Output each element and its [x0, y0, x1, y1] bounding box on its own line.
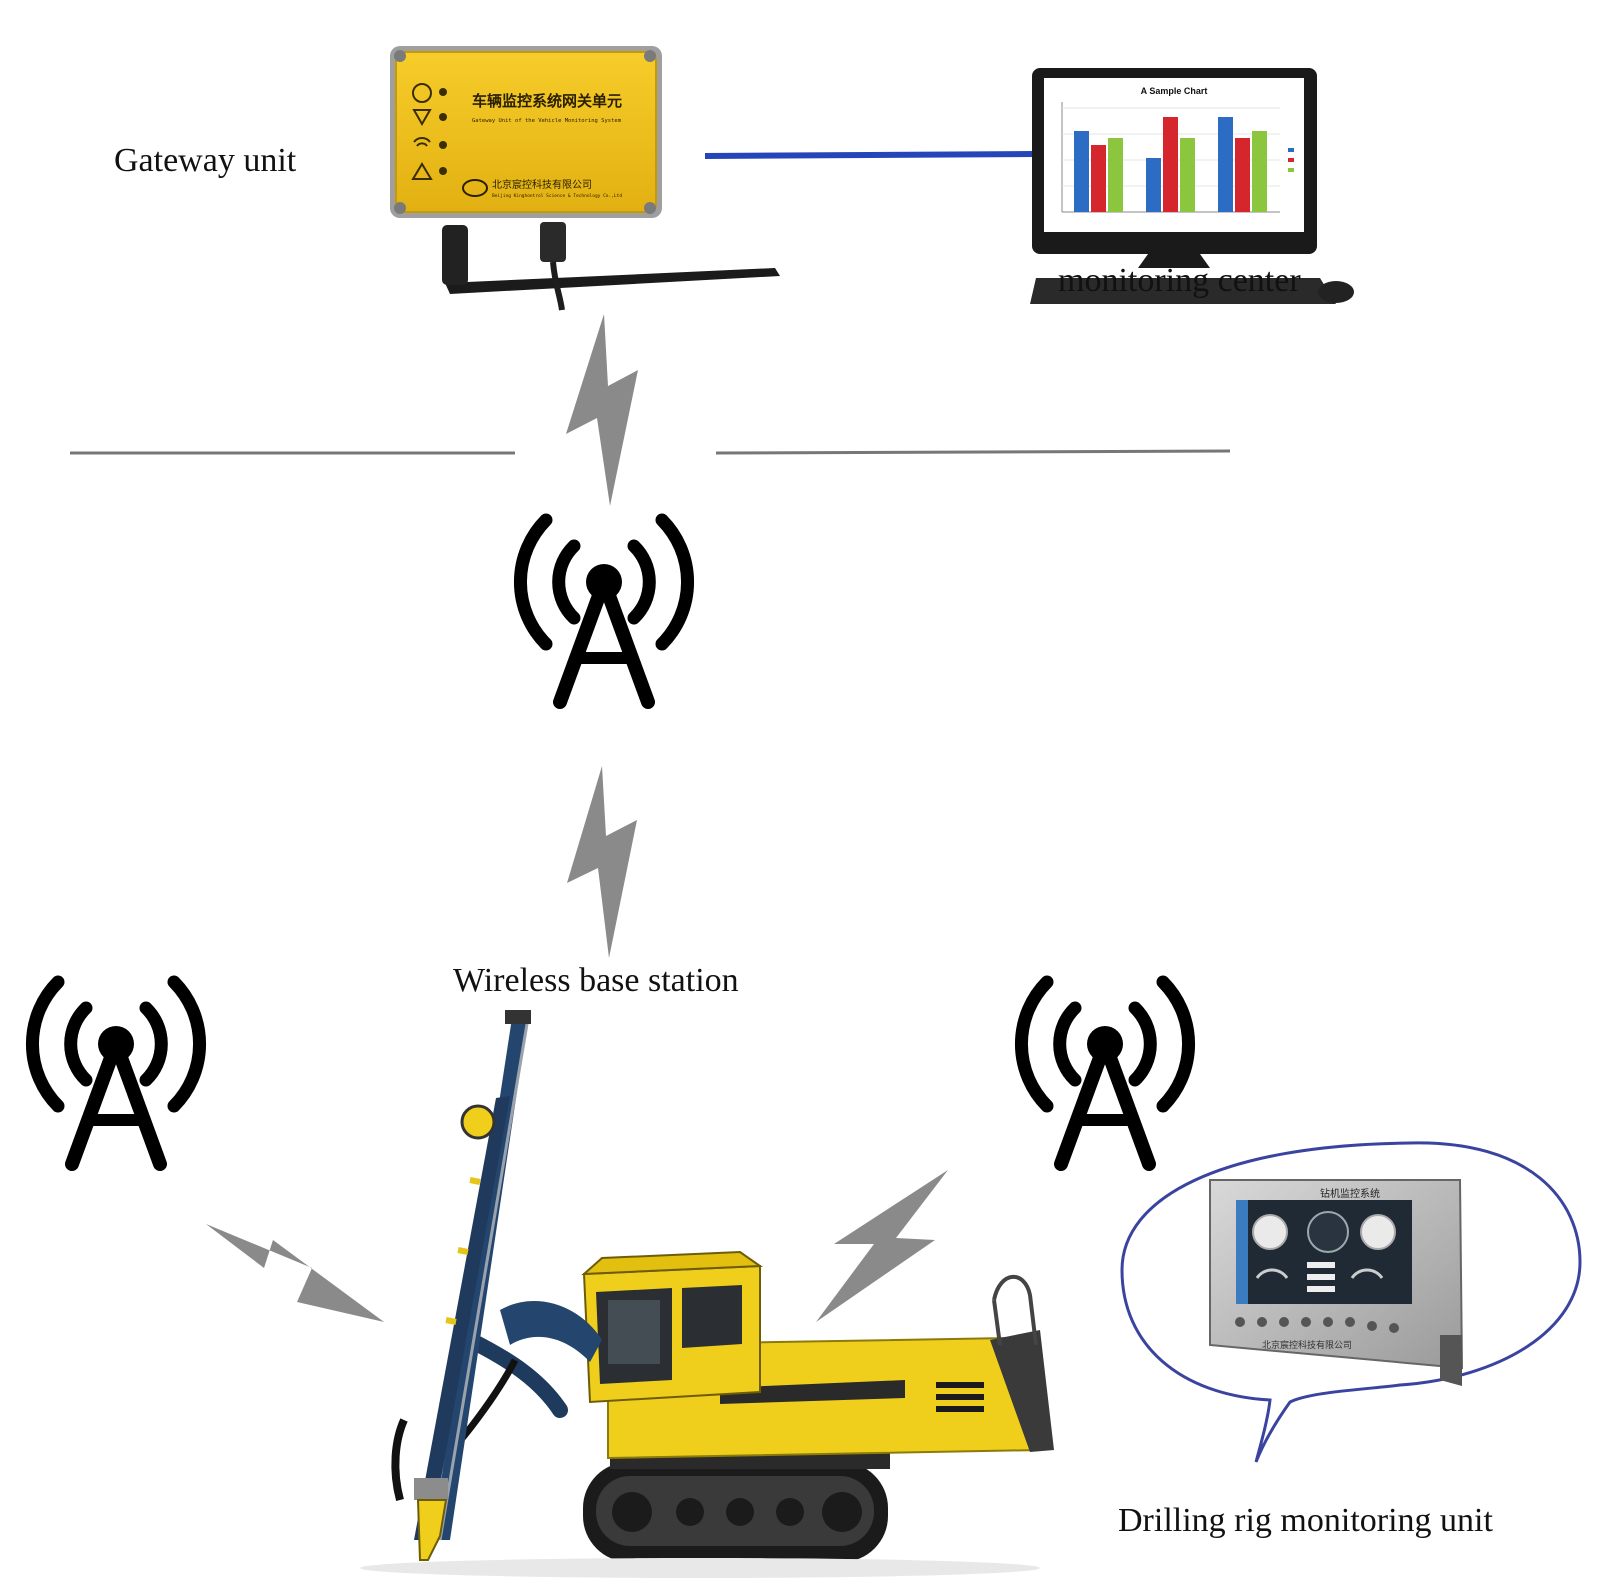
gateway-unit-label: Gateway unit: [114, 142, 297, 179]
drilling-rig-monitoring-unit-label: Drilling rig monitoring unit: [1118, 1502, 1493, 1539]
rig-monitor-bubble: 钻机监控系统 北京宸控科技有限公司: [1120, 1141, 1582, 1463]
computer-monitor-icon: A Sample Chart: [1030, 68, 1354, 304]
company-logo-icon: [462, 179, 488, 197]
gateway-company-cn: 北京宸控科技有限公司: [492, 178, 592, 191]
monitoring-center-label: monitoring center: [1058, 262, 1301, 299]
chart-title: A Sample Chart: [1141, 86, 1208, 96]
gateway-device: 车辆监控系统网关单元 Gateway Unit of the Vehicle M…: [390, 46, 780, 311]
antenna-tower-icon: [32, 982, 199, 1164]
lightning-bolt-icon: [567, 766, 637, 958]
lightning-bolt-icon: [206, 1224, 384, 1322]
lightning-bolt-icon: [816, 1170, 948, 1322]
lightning-bolt-icon: [566, 314, 638, 506]
drilling-rig-icon: [391, 1010, 1054, 1562]
wireless-base-station-label: Wireless base station: [453, 962, 739, 999]
rig-screen-title: 钻机监控系统: [1320, 1187, 1380, 1200]
separator-line-right: [715, 449, 1231, 455]
gateway-title-en: Gateway Unit of the Vehicle Monitoring S…: [472, 118, 622, 124]
gateway-company-en: Beijing Kinghontrol Science & Technology…: [492, 193, 622, 199]
gateway-title-cn: 车辆监控系统网关单元: [472, 92, 622, 110]
antenna-tower-icon: [1021, 982, 1188, 1164]
gateway-to-center-link: [704, 151, 1034, 159]
rig-device-company: 北京宸控科技有限公司: [1262, 1339, 1352, 1351]
antenna-tower-icon: [520, 520, 687, 702]
antenna-icon: [445, 268, 780, 294]
